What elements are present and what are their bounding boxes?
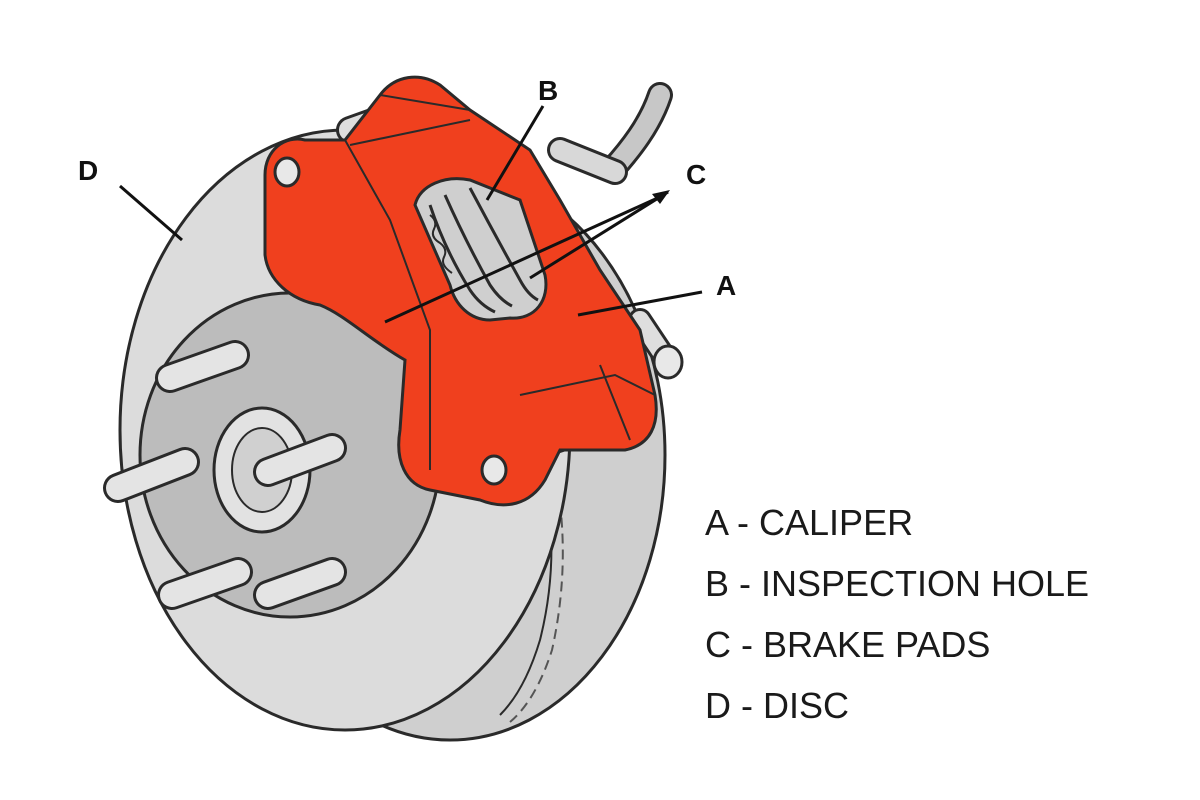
wheel-stud <box>253 433 347 487</box>
caliper-bolt-hole <box>273 156 301 188</box>
callout-a: A <box>716 270 736 301</box>
caliper <box>263 75 684 507</box>
wheel-stud <box>155 340 250 393</box>
caliper-bolt-hole <box>480 454 508 486</box>
legend-item-brake-pads: C - BRAKE PADS <box>705 624 991 665</box>
legend-item-caliper: A - CALIPER <box>705 502 914 543</box>
brake-hose <box>547 82 673 185</box>
wheel-stud <box>253 557 347 610</box>
leader-line-c-2 <box>384 194 663 324</box>
leader-line-a <box>577 290 703 317</box>
legend-item-inspection-hole: B - INSPECTION HOLE <box>705 563 1090 604</box>
leader-line-c-1 <box>529 190 669 280</box>
wheel-studs <box>103 340 347 610</box>
legend: A - CALIPER B - INSPECTION HOLE C - BRAK… <box>705 492 1089 736</box>
legend-item-disc: D - DISC <box>705 685 849 726</box>
leader-line-b <box>485 105 545 201</box>
callout-b: B <box>538 75 558 106</box>
leader-arrow-c <box>652 190 670 204</box>
callout-c: C <box>686 159 706 190</box>
leader-line-d <box>119 184 183 242</box>
wheel-stud <box>103 447 200 503</box>
wheel-stud <box>157 557 253 610</box>
leader-lines <box>119 105 703 324</box>
inspection-hole <box>413 177 548 322</box>
callout-d: D <box>78 155 98 186</box>
